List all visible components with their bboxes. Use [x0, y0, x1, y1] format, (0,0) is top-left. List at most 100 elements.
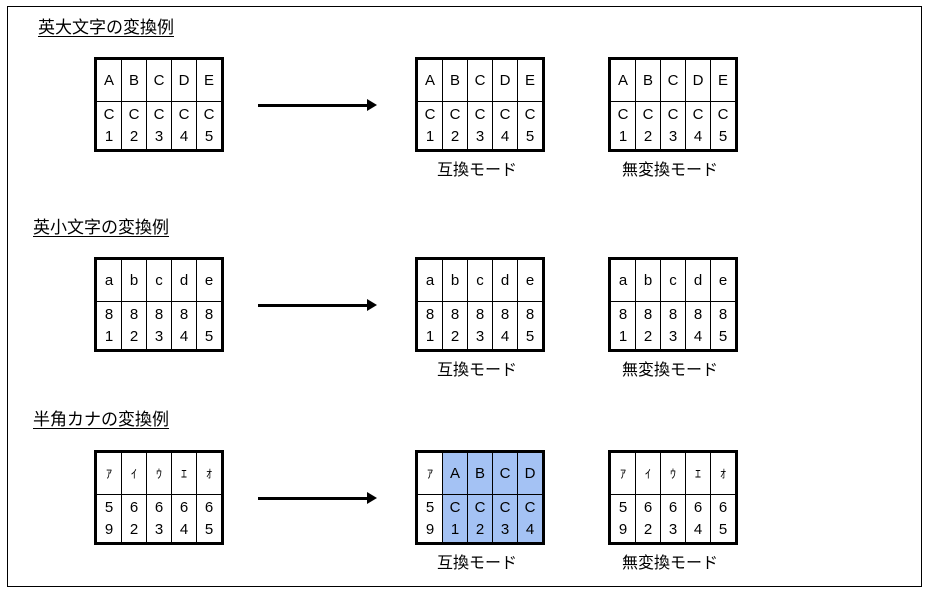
char-cell: ｳ: [146, 451, 172, 495]
diagram-frame: [7, 6, 922, 587]
hex-low-digit: 5: [204, 520, 214, 538]
char-cell: b: [121, 258, 147, 302]
char-cell: ｵ: [196, 451, 223, 495]
char-cell: E: [710, 58, 737, 102]
hex-low-digit: 5: [718, 327, 728, 345]
hex-high-digit: C: [449, 105, 461, 123]
hex-low-digit: 4: [500, 327, 510, 345]
hex-high-digit: C: [203, 105, 215, 123]
hex-high-digit: C: [499, 498, 511, 516]
hex-low-digit: 5: [525, 327, 535, 345]
hex-high-digit: 8: [104, 305, 114, 323]
char-cell: d: [492, 258, 518, 302]
char-cell: B: [442, 58, 468, 102]
char-cell: ｱ: [416, 451, 443, 495]
compat-mode-label: 互換モード: [436, 360, 517, 379]
char-cell: a: [95, 258, 122, 302]
hex-low-digit: 4: [693, 520, 703, 538]
hex-high-digit: C: [449, 498, 461, 516]
char-cell: D: [685, 58, 711, 102]
hex-high-digit: 8: [204, 305, 214, 323]
hex-low-digit: 5: [718, 127, 728, 145]
hex-low-digit: 2: [643, 127, 653, 145]
char-cell: ｱ: [95, 451, 122, 495]
hex-high-digit: 5: [425, 498, 435, 516]
hex-high-digit: C: [153, 105, 165, 123]
hex-high-digit: 6: [154, 498, 164, 516]
hex-low-digit: 4: [179, 327, 189, 345]
hex-high-digit: 6: [179, 498, 189, 516]
hex-high-digit: C: [717, 105, 729, 123]
section-title-lowercase: 英小文字の変換例: [33, 218, 169, 238]
conversion-arrow: [258, 299, 377, 311]
hex-low-digit: 3: [154, 127, 164, 145]
hex-low-digit: 5: [204, 327, 214, 345]
char-cell: E: [196, 58, 223, 102]
hex-low-digit: 3: [668, 327, 678, 345]
char-cell: a: [609, 258, 636, 302]
conversion-arrow: [258, 99, 377, 111]
char-cell: ｳ: [660, 451, 686, 495]
no-conversion-mode-label: 無変換モード: [621, 160, 718, 179]
hex-low-digit: 2: [450, 327, 460, 345]
hex-low-digit: 5: [525, 127, 535, 145]
char-cell: A: [416, 58, 443, 102]
hex-high-digit: 8: [618, 305, 628, 323]
char-cell: A: [609, 58, 636, 102]
hex-high-digit: 6: [693, 498, 703, 516]
hex-low-digit: 4: [179, 127, 189, 145]
hex-low-digit: 2: [643, 327, 653, 345]
char-cell: D: [171, 58, 197, 102]
hex-low-digit: 3: [154, 520, 164, 538]
hex-high-digit: 8: [643, 305, 653, 323]
hex-low-digit: 2: [450, 127, 460, 145]
hex-high-digit: 8: [425, 305, 435, 323]
hex-high-digit: 6: [643, 498, 653, 516]
char-cell: b: [442, 258, 468, 302]
conversion-arrow: [258, 492, 377, 504]
char-cell: A: [95, 58, 122, 102]
hex-high-digit: 8: [500, 305, 510, 323]
char-cell: e: [517, 258, 544, 302]
char-cell: ｵ: [710, 451, 737, 495]
hex-high-digit: 6: [129, 498, 139, 516]
hex-high-digit: C: [617, 105, 629, 123]
hex-high-digit: C: [474, 498, 486, 516]
char-cell: ｱ: [609, 451, 636, 495]
hex-high-digit: 8: [525, 305, 535, 323]
hex-low-digit: 2: [129, 127, 139, 145]
hex-low-digit: 2: [129, 327, 139, 345]
no-conversion-mode-label: 無変換モード: [621, 553, 718, 572]
char-cell: C: [492, 451, 518, 495]
hex-high-digit: C: [524, 498, 536, 516]
hex-high-digit: 8: [154, 305, 164, 323]
hex-high-digit: C: [692, 105, 704, 123]
hex-low-digit: 9: [104, 520, 114, 538]
